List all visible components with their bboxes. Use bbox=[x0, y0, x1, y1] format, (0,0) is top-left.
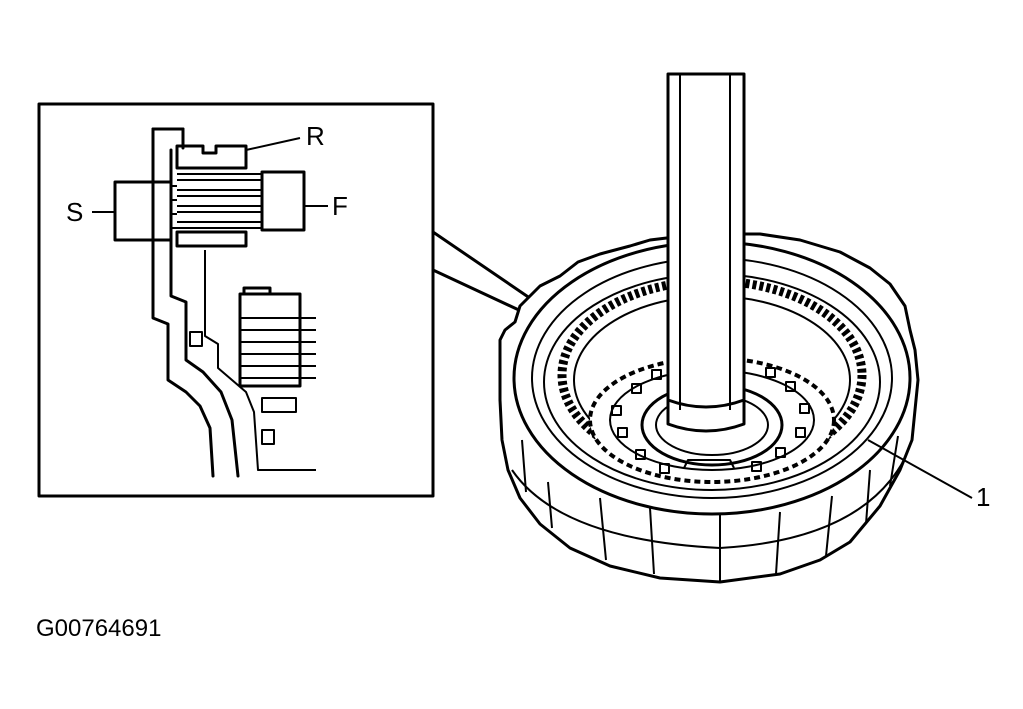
lower-pack-plates bbox=[240, 317, 316, 379]
figure-id: G00764691 bbox=[36, 615, 161, 642]
friction-plates bbox=[177, 173, 262, 229]
label-r: R bbox=[306, 121, 325, 151]
shaft bbox=[666, 72, 746, 433]
housing-wall-outer bbox=[151, 127, 215, 478]
hub-holes bbox=[611, 367, 810, 474]
lower-retainer bbox=[261, 397, 297, 413]
label-f: F bbox=[332, 191, 348, 221]
shaft-highlight bbox=[679, 74, 731, 410]
lower-pack-tab bbox=[242, 286, 272, 296]
hub-key-notch bbox=[683, 459, 735, 469]
clutch-pack-top bbox=[175, 144, 248, 170]
clutch-pack-bottom bbox=[175, 230, 248, 248]
steel-plate-block-left bbox=[113, 180, 173, 242]
upper-clutch-pack bbox=[113, 144, 306, 248]
pack-connectors bbox=[171, 185, 177, 229]
lower-snap-ring bbox=[261, 429, 275, 445]
inset-detail: R F S bbox=[37, 102, 435, 498]
inset-frame bbox=[37, 102, 435, 498]
drum-ribs bbox=[521, 435, 899, 582]
seal-block bbox=[189, 331, 203, 347]
steel-plate-block-right bbox=[260, 170, 306, 232]
lower-pack-body bbox=[238, 292, 302, 388]
housing-wall-line3 bbox=[170, 250, 316, 471]
inset-pointer-upper bbox=[431, 230, 542, 307]
leader-line-1 bbox=[867, 439, 973, 499]
lower-clutch-pack bbox=[189, 286, 316, 445]
shaft-base bbox=[666, 398, 746, 409]
shaft-body bbox=[666, 72, 746, 433]
label-s: S bbox=[66, 197, 83, 227]
callout-1: 1 bbox=[976, 482, 990, 512]
leader-line-r bbox=[245, 137, 301, 151]
